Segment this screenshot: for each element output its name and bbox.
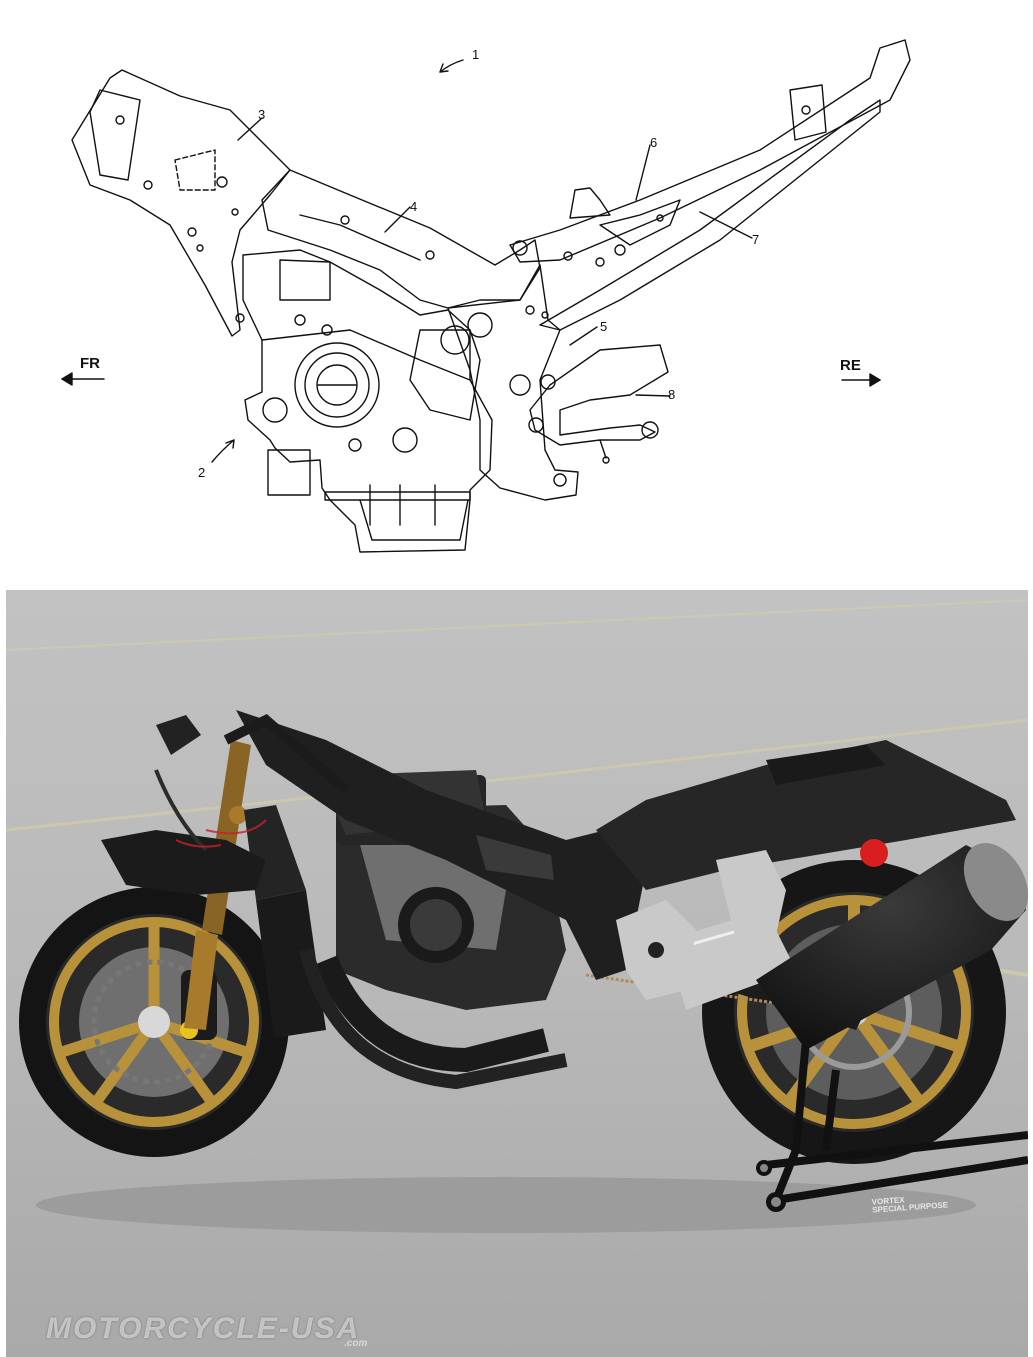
main-frame-beam (261, 169, 541, 309)
callout-3: 3 (258, 107, 266, 122)
muffler (756, 845, 1026, 1050)
exhaust-headers (314, 955, 549, 1073)
patent-diagram: 1 2 3 4 5 6 7 8 FR RE (0, 0, 1033, 590)
callout-8: 8 (668, 387, 676, 402)
radiator (256, 890, 326, 1038)
ground-shadow (36, 1177, 976, 1233)
site-watermark-domain: .com (344, 1338, 368, 1349)
footpeg-bracket (529, 344, 669, 446)
front-cowl (101, 830, 266, 895)
callout-5: 5 (600, 319, 608, 334)
callout-6: 6 (650, 135, 658, 150)
site-watermark: MOTORCYCLE-USA (46, 1312, 361, 1345)
tail-light (860, 839, 888, 867)
motorcycle-photo: MOTORCYCLE-USA .com VORTEX SPECIAL PURPO… (6, 590, 1028, 1357)
seat-rail (509, 39, 911, 263)
callout-7: 7 (752, 232, 760, 247)
front-label: FR (80, 355, 100, 372)
front-wheel (19, 887, 289, 1157)
frame-line-drawing (61, 39, 911, 553)
parking-line (6, 599, 1028, 651)
paddock-stand (765, 1039, 1028, 1204)
engine (242, 249, 493, 553)
callout-4: 4 (410, 199, 418, 214)
tail-subframe (596, 740, 1016, 890)
front-fork (184, 930, 218, 1030)
callout-2: 2 (198, 465, 206, 480)
arrow-1 (439, 59, 464, 73)
pivot-plate (447, 264, 579, 501)
motorcycle-illustration (6, 590, 1028, 1357)
head-pipe-section (71, 69, 291, 337)
sub-frame (539, 99, 881, 331)
callout-1: 1 (472, 47, 480, 62)
arrow-2 (211, 439, 235, 463)
rear-label: RE (840, 357, 861, 374)
